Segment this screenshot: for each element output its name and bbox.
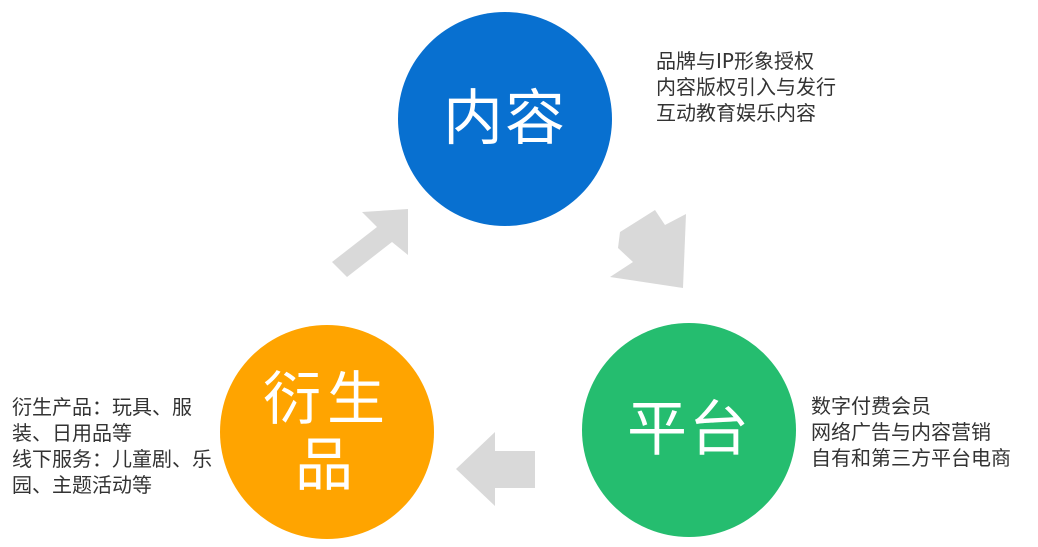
note-content: 品牌与IP形象授权 内容版权引入与发行 互动教育娱乐内容: [656, 48, 836, 126]
node-platform: 平台: [582, 323, 796, 537]
note-platform-line: 自有和第三方平台电商: [811, 446, 1011, 470]
note-content-line: 互动教育娱乐内容: [656, 101, 816, 125]
note-platform-line: 数字付费会员: [811, 394, 931, 418]
arrow-platform-to-derivative: [456, 432, 535, 506]
node-derivative-label: 衍生品: [262, 365, 391, 499]
note-platform: 数字付费会员 网络广告与内容营销 自有和第三方平台电商: [811, 393, 1011, 471]
arrow-derivative-to-content: [332, 209, 408, 277]
note-derivative-line: 线下服务：儿童剧、乐园、主题活动等: [12, 447, 212, 497]
note-derivative-line: 衍生产品：玩具、服装、日用品等: [12, 395, 192, 445]
note-derivative: 衍生产品：玩具、服装、日用品等 线下服务：儿童剧、乐园、主题活动等: [12, 394, 216, 498]
node-derivative: 衍生品: [220, 325, 434, 539]
node-content-label: 内容: [443, 84, 567, 154]
arrow-content-to-platform: [610, 210, 686, 288]
node-platform-label: 平台: [627, 395, 751, 465]
note-platform-line: 网络广告与内容营销: [811, 420, 991, 444]
note-content-line: 内容版权引入与发行: [656, 75, 836, 99]
node-content: 内容: [398, 12, 612, 226]
note-content-line: 品牌与IP形象授权: [656, 49, 814, 73]
